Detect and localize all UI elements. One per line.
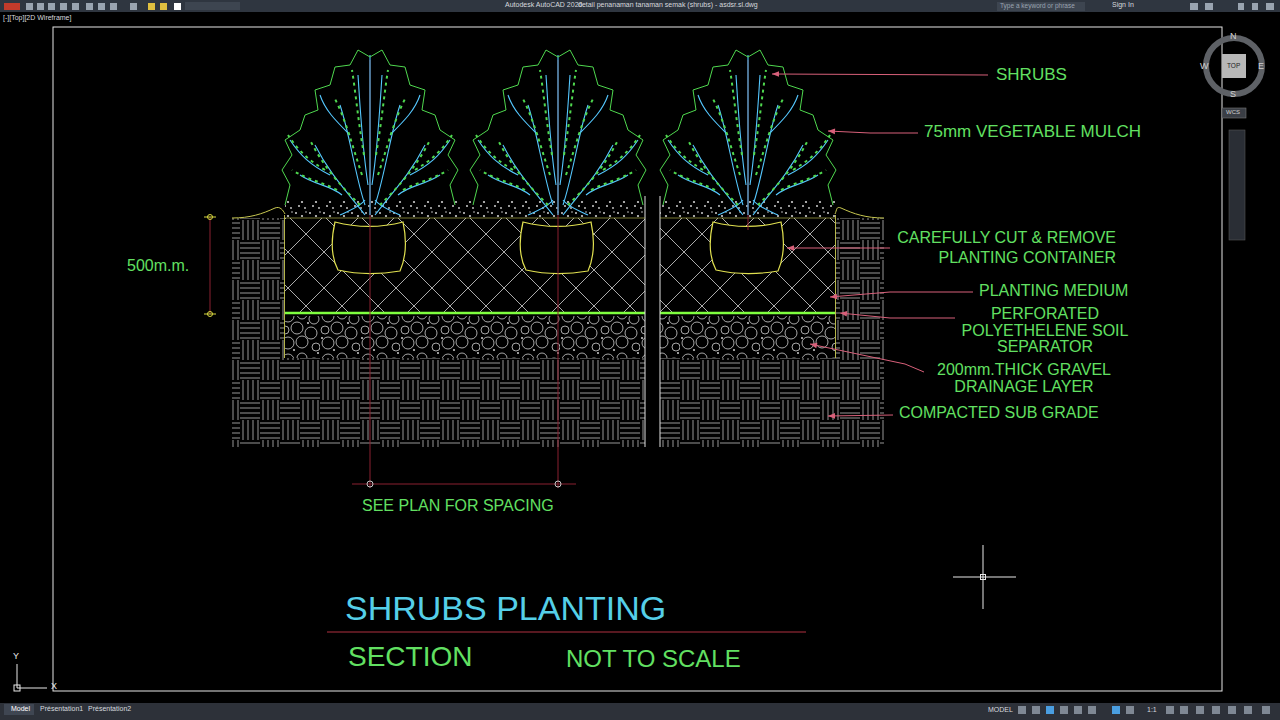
sign-in: Sign In <box>1112 1 1134 9</box>
section-caption: SECTION <box>348 641 472 673</box>
status-icons <box>1018 706 1270 714</box>
layout-tab: Présentation1 <box>40 705 83 713</box>
axis-x: X <box>51 681 57 691</box>
ucs-icon <box>14 664 47 691</box>
title-underline <box>327 632 806 633</box>
callout-label: SHRUBS <box>996 65 1067 85</box>
nav-bar <box>1229 130 1245 240</box>
scale-note: NOT TO SCALE <box>566 645 741 673</box>
callout-label: COMPACTED SUB GRADE <box>899 404 1099 422</box>
spacing-note: SEE PLAN FOR SPACING <box>362 497 554 515</box>
depth-dimension <box>204 215 216 317</box>
window-title: Autodesk AutoCAD 2020 <box>505 1 582 9</box>
compass-south: S <box>1230 89 1236 99</box>
toolbar-icons <box>4 2 1274 10</box>
callout-label: 200mm.THICK GRAVEL DRAINAGE LAYER <box>924 361 1124 395</box>
callout-label: PERFORATED POLYETHELENE SOIL SEPARATOR <box>960 306 1130 356</box>
callout-label: 75mm VEGETABLE MULCH <box>924 122 1141 142</box>
shrub-symbol <box>660 50 836 215</box>
search-box <box>997 2 1085 11</box>
view-face: TOP <box>1227 62 1240 69</box>
status-bar <box>0 703 1280 720</box>
crosshair-cursor <box>953 545 1016 609</box>
drawing-title: SHRUBS PLANTING <box>345 589 666 628</box>
annotation-scale: 1:1 <box>1147 706 1157 714</box>
shrub-symbol <box>470 50 646 215</box>
axis-y: Y <box>13 651 19 661</box>
callout-label: PLANTING MEDIUM <box>979 282 1128 300</box>
callout-label: CAREFULLY CUT & REMOVE PLANTING CONTAINE… <box>866 228 1116 268</box>
layout-tab: Présentation2 <box>88 705 131 713</box>
title-bar <box>0 0 1280 12</box>
dimension-text: 500m.m. <box>127 257 189 275</box>
shrub-symbol <box>282 50 458 215</box>
dimension-ends <box>367 481 561 487</box>
drawing-frame <box>53 27 1222 691</box>
compass-west: W <box>1200 61 1209 71</box>
model-tab <box>4 704 34 715</box>
space-indicator: MODEL <box>988 706 1013 714</box>
compass-east: E <box>1258 61 1264 71</box>
search-placeholder: Type a keyword or phrase <box>1000 2 1075 9</box>
file-name: detail penanaman tanaman semak (shrubs) … <box>578 1 758 9</box>
viewport-controls: [-][Top][2D Wireframe] <box>3 14 71 22</box>
layout-tab: Model <box>11 705 30 713</box>
view-cube <box>1206 38 1262 118</box>
centre-lines <box>352 60 748 488</box>
ucs-name: WCS <box>1226 109 1240 116</box>
compass-north: N <box>1230 31 1237 41</box>
